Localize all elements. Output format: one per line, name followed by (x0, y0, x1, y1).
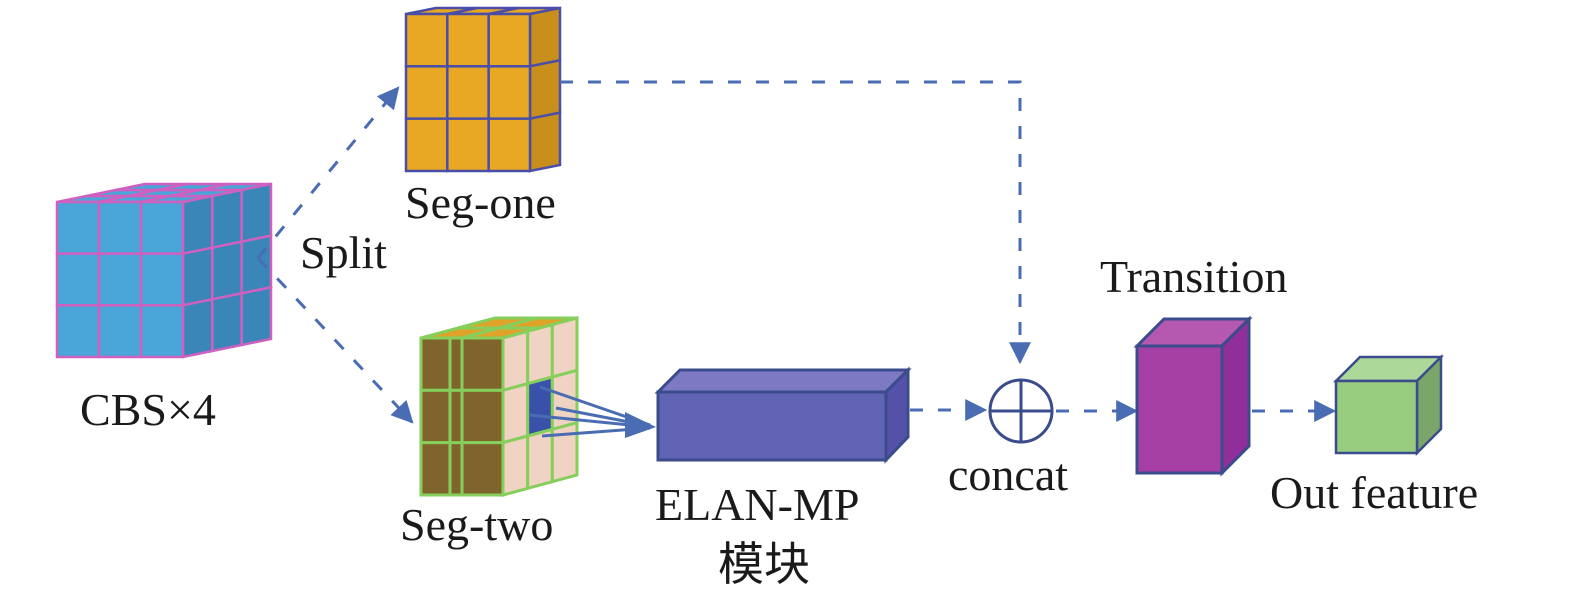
seg-two-side-cell (526, 427, 554, 491)
seg-two-side-cell (550, 316, 579, 379)
elan-mp-sublabel: 模块 (718, 539, 810, 590)
cbs-front-cell (97, 252, 143, 307)
cbs-front-cell (55, 304, 101, 359)
seg-one-front-cell (487, 117, 532, 173)
seg-two-front-cell (460, 336, 505, 392)
seg-one-label: Seg-one (405, 177, 556, 228)
seg-two-front-cell (460, 388, 505, 445)
seg-one-front-cell (404, 65, 449, 120)
cbs-side-cell (240, 234, 273, 295)
seg-one-front-cell (446, 12, 490, 68)
cbs-side-cell (240, 285, 273, 347)
cbs-side-cell (211, 188, 243, 250)
cbs-front-cell (97, 200, 143, 255)
concat-label: concat (948, 449, 1068, 500)
split-label: Split (300, 227, 387, 278)
cbs-label: CBS×4 (80, 384, 216, 435)
elan-mp-label: ELAN-MP (655, 479, 859, 530)
seg-two-label: Seg-two (400, 499, 553, 550)
seg-one-to-concat-arrow (560, 80, 1031, 365)
cbs-front-cell (55, 252, 101, 307)
cbs-front-cell (139, 304, 185, 359)
seg-one-front-cell (404, 12, 449, 68)
seg-two-block (419, 316, 579, 497)
seg-two-front-cell (419, 441, 464, 497)
cbs-cube (55, 182, 273, 359)
seg-two-side-cell (501, 329, 530, 393)
seg-two-outline (419, 336, 452, 497)
seg-two-side-cell (550, 420, 579, 484)
seg-one-block (404, 6, 562, 173)
seg-two-side-cell (501, 381, 530, 445)
seg-one-front-cell (446, 117, 490, 173)
seg-one-side-cell (528, 58, 562, 121)
cbs-side-cell (240, 182, 273, 244)
seg-two-side-cell (526, 375, 554, 438)
split-arrow-up (256, 86, 400, 259)
seg-one-front-cell (404, 117, 449, 173)
cbs-side-cell (181, 297, 214, 359)
cbs-side-cell (181, 246, 214, 307)
concat-symbol (988, 378, 1054, 444)
cbs-front-cell (55, 200, 101, 255)
cbs-front-cell (139, 200, 185, 255)
cbs-side-cell (211, 291, 243, 353)
seg-one-front-cell (487, 65, 532, 120)
seg-two-front-cell (460, 441, 505, 497)
seg-two-front-cell (419, 336, 464, 392)
cbs-side-cell (181, 194, 214, 256)
transition-block (1133, 315, 1253, 477)
seg-two-side-cell (501, 434, 530, 497)
seg-one-front-cell (487, 12, 532, 68)
seg-two-side-cell (526, 322, 554, 386)
cbs-front-cell (97, 304, 143, 359)
out-feature-block (1332, 353, 1445, 457)
seg-two-front-cell (419, 388, 464, 445)
split-arrow-down (256, 256, 414, 424)
transition-label: Transition (1100, 251, 1287, 302)
seg-two-to-elan-arrows (528, 385, 656, 438)
out-feature-label: Out feature (1270, 467, 1478, 518)
cbs-side-cell (211, 240, 243, 301)
cbs-front-cell (139, 252, 185, 307)
seg-one-side-cell (528, 111, 562, 173)
elan-mp-block (654, 366, 912, 464)
seg-one-side-cell (528, 6, 562, 68)
seg-one-front-cell (446, 65, 490, 120)
